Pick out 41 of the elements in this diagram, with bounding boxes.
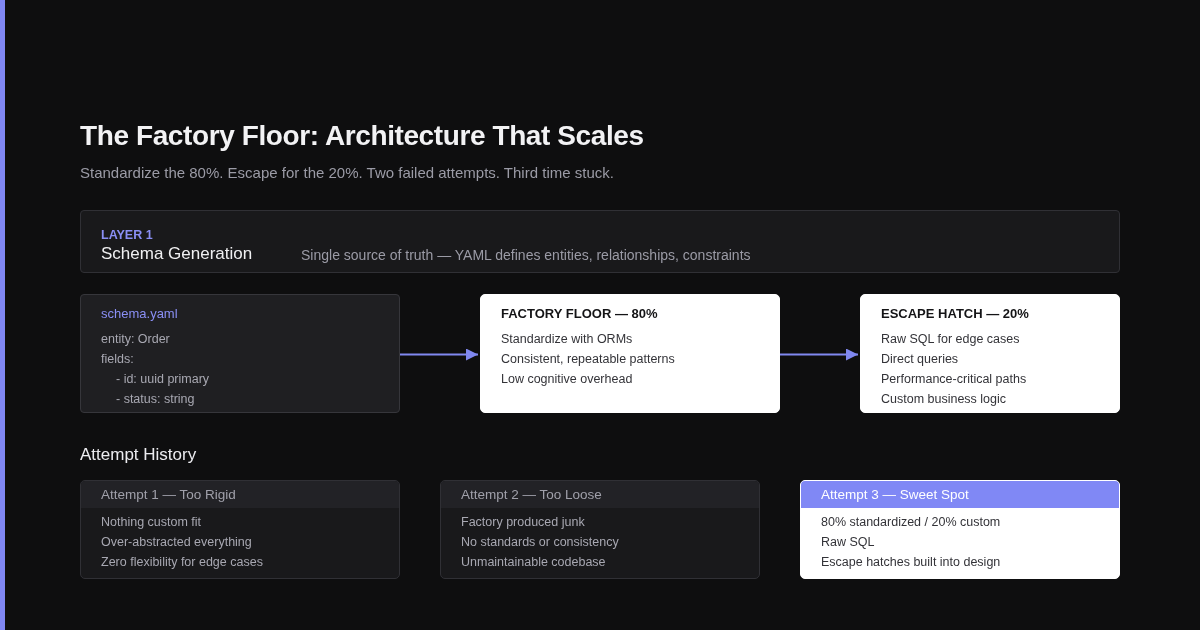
card-line: Nothing custom fit bbox=[101, 514, 203, 531]
info-card bbox=[480, 294, 780, 413]
card-line: Raw SQL bbox=[821, 534, 876, 551]
code-line: entity: Order bbox=[101, 331, 171, 348]
card-line: Zero flexibility for edge cases bbox=[101, 554, 264, 571]
card-heading: FACTORY FLOOR — 80% bbox=[501, 305, 659, 323]
card-heading: Attempt 3 — Sweet Spot bbox=[801, 481, 1119, 508]
card-line: Factory produced junk bbox=[461, 514, 586, 531]
title: The Factory Floor: Architecture That Scales bbox=[80, 119, 644, 153]
layer-panel bbox=[80, 210, 1120, 273]
code-card bbox=[80, 294, 400, 413]
layer-title: Schema Generation bbox=[101, 243, 254, 265]
card-line: Low cognitive overhead bbox=[501, 371, 634, 388]
card-line: Raw SQL for edge cases bbox=[881, 331, 1021, 348]
arrow bbox=[399, 348, 479, 361]
section-heading: Attempt History bbox=[80, 444, 197, 466]
arrow bbox=[779, 348, 859, 361]
layer-description: Single source of truth — YAML defines entities, relationships, constraints bbox=[301, 246, 752, 265]
card-line: Over-abstracted everything bbox=[101, 534, 253, 551]
card-line: Performance-critical paths bbox=[881, 371, 1028, 388]
card-line: No standards or consistency bbox=[461, 534, 620, 551]
code-line: fields: bbox=[101, 351, 135, 368]
card-line: Custom business logic bbox=[881, 391, 1008, 408]
attempt-card bbox=[800, 480, 1120, 579]
layer-kicker: LAYER 1 bbox=[101, 227, 154, 243]
card-line: 80% standardized / 20% custom bbox=[821, 514, 1002, 531]
code-line: - status: string bbox=[115, 391, 196, 408]
card-heading: Attempt 1 — Too Rigid bbox=[81, 481, 399, 508]
code-line: - id: uuid primary bbox=[115, 371, 211, 388]
card-heading: ESCAPE HATCH — 20% bbox=[881, 305, 1030, 323]
subtitle: Standardize the 80%. Escape for the 20%. Two failed attempts. Third time stuck. bbox=[80, 163, 614, 183]
card-heading: Attempt 2 — Too Loose bbox=[441, 481, 759, 508]
info-card bbox=[860, 294, 1120, 413]
attempt-card bbox=[440, 480, 760, 579]
card-line: Consistent, repeatable patterns bbox=[501, 351, 676, 368]
attempt-card bbox=[80, 480, 400, 579]
card-line: Unmaintainable codebase bbox=[461, 554, 607, 571]
card-line: Direct queries bbox=[881, 351, 960, 368]
card-line: Standardize with ORMs bbox=[501, 331, 634, 348]
card-line: Escape hatches built into design bbox=[821, 554, 1002, 571]
file-name: schema.yaml bbox=[101, 305, 179, 323]
